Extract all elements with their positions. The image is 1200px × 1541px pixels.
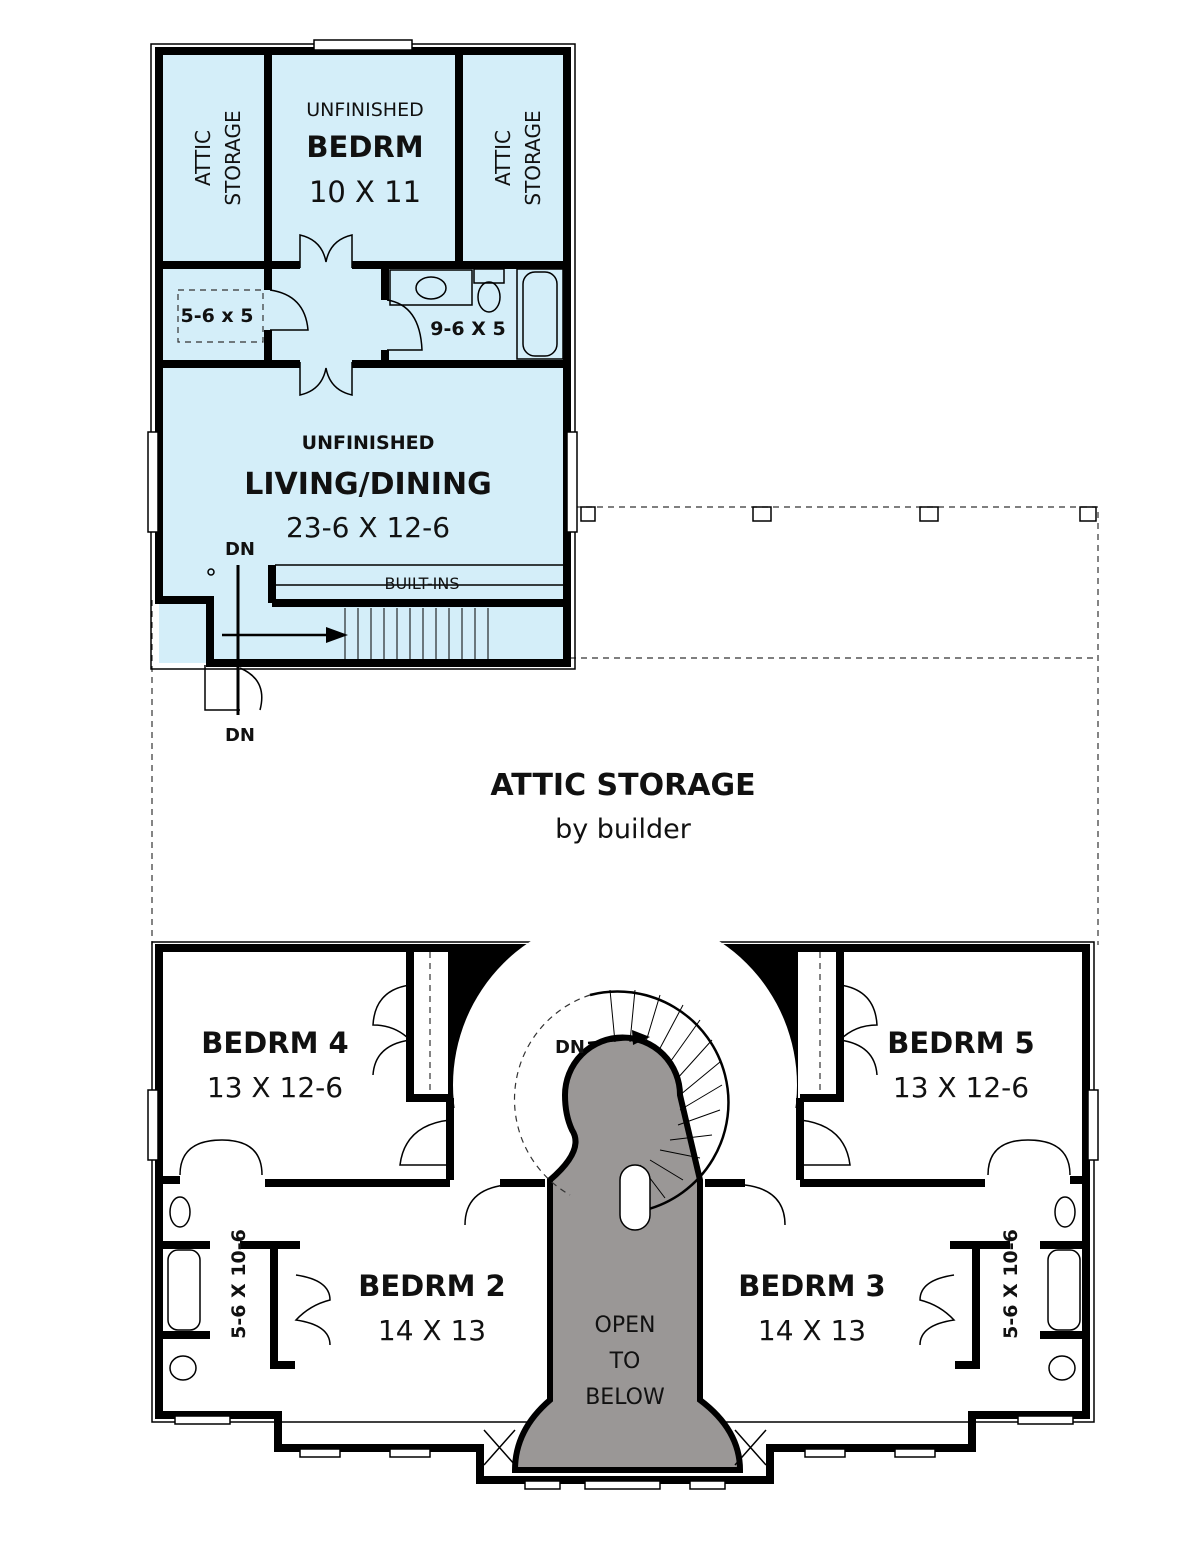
- closet-door: [838, 984, 878, 1076]
- room-name: BEDRM 3: [738, 1269, 885, 1303]
- room-status: UNFINISHED: [306, 99, 423, 121]
- room-size: 23-6 X 12-6: [286, 511, 450, 544]
- main-floor: BEDRM 4 13 X 12-6 BEDRM 5 13 X 12-6 BEDR…: [147, 913, 1099, 1490]
- open-to-below-label: OPEN: [595, 1313, 656, 1338]
- room-name: BEDRM 5: [887, 1026, 1034, 1060]
- built-ins-label: BUILT-INS: [384, 574, 459, 593]
- arrow-icon: [632, 1030, 650, 1045]
- stair-dn-label: DN: [225, 725, 255, 746]
- sink-icon: [1054, 1196, 1076, 1228]
- door: [744, 1184, 786, 1226]
- open-to-below-area: [511, 1034, 744, 1473]
- room-size: 13 X 12-6: [207, 1071, 343, 1104]
- room-name: BEDRM 2: [358, 1269, 505, 1303]
- open-to-below-label: TO: [609, 1349, 641, 1374]
- room-name: STORAGE: [521, 110, 545, 205]
- sink-icon: [415, 276, 447, 300]
- room-name: STORAGE: [221, 110, 245, 205]
- room-name: ATTIC: [191, 130, 215, 186]
- upper-unit: UNFINISHED BEDRM 10 X 11 UNFINISHED ATTI…: [147, 39, 578, 746]
- attic-storage-label: ATTIC STORAGE: [490, 768, 755, 803]
- room-size: 13 X 12-6: [893, 1071, 1029, 1104]
- spiral-stair-rail: [589, 990, 730, 1212]
- closet-door: [294, 1274, 331, 1346]
- room-size: 14 X 13: [758, 1314, 866, 1347]
- room-status: UNFINISHED: [302, 432, 435, 454]
- bathtub-icon: [1047, 1249, 1081, 1331]
- stair-dn-label: DN: [225, 539, 255, 560]
- window: [566, 431, 578, 533]
- windows: [147, 1089, 1099, 1490]
- sink-icon: [169, 1196, 191, 1228]
- bathtub-icon: [522, 271, 558, 357]
- room-size: 5-6 X 10-6: [228, 1229, 250, 1339]
- door: [299, 362, 353, 396]
- stair-treads: [344, 608, 489, 660]
- room-name: BEDRM 4: [201, 1026, 348, 1060]
- door: [464, 1184, 506, 1226]
- attic-storage-note: by builder: [555, 814, 692, 845]
- door: [299, 234, 353, 268]
- room-size: 5-6 X 10-6: [1000, 1229, 1022, 1339]
- open-to-below-label: BELOW: [585, 1385, 665, 1410]
- window: [313, 39, 413, 51]
- room-size: 10 X 11: [309, 175, 421, 209]
- toilet-icon: [169, 1355, 197, 1381]
- door: [386, 299, 423, 351]
- room-size: 9-6 X 5: [430, 318, 505, 340]
- room-size: 5-6 x 5: [180, 305, 253, 327]
- door: [799, 1119, 851, 1166]
- toilet-icon: [1048, 1355, 1076, 1381]
- door: [399, 1119, 451, 1166]
- window: [147, 431, 159, 533]
- closet-door: [919, 1274, 956, 1346]
- toilet-icon: [477, 281, 501, 313]
- door: [269, 289, 309, 331]
- arrow-icon: [326, 627, 348, 643]
- room-name: BEDRM: [306, 130, 423, 164]
- room-name: ATTIC: [491, 130, 515, 186]
- attic-storage-outline: [151, 506, 1099, 945]
- room-name: LIVING/DINING: [244, 467, 491, 502]
- room-size: 14 X 13: [378, 1314, 486, 1347]
- closet-door: [372, 984, 412, 1076]
- door: [179, 1139, 263, 1176]
- bathtub-icon: [167, 1249, 201, 1331]
- door: [987, 1139, 1071, 1176]
- stair-dn-label: DN: [555, 1037, 585, 1058]
